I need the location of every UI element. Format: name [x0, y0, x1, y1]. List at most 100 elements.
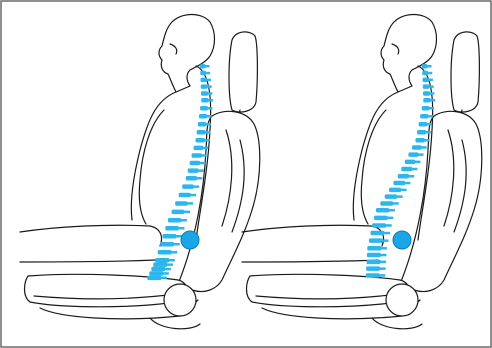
vertebra	[423, 98, 430, 103]
vertebra-process	[178, 227, 184, 230]
vertebra	[201, 91, 208, 96]
vertebra-process	[431, 99, 436, 102]
vertebra	[398, 174, 409, 179]
seat-cushion	[25, 274, 188, 306]
lumbar-support-marker	[393, 231, 411, 249]
vertebra-process	[387, 217, 393, 220]
vertebra-process	[405, 182, 411, 185]
vertebra	[423, 84, 430, 89]
vertebra	[200, 64, 206, 69]
arm	[139, 110, 164, 224]
vertebra-process	[181, 219, 187, 222]
vertebra-process	[193, 185, 199, 188]
vertebra-process	[207, 115, 212, 118]
vertebra	[198, 122, 207, 127]
vertebra	[192, 153, 202, 158]
vertebra	[151, 267, 165, 272]
vertebra-process	[401, 189, 407, 192]
vertebra	[190, 161, 201, 166]
vertebra-process	[203, 147, 208, 150]
thigh-under	[242, 260, 378, 262]
vertebra-process	[397, 195, 403, 198]
vertebra-process	[171, 251, 177, 254]
vertebra-process	[205, 131, 210, 134]
vertebra-process	[197, 177, 203, 180]
vertebra	[175, 201, 187, 206]
vertebra-process	[425, 139, 430, 142]
vertebra	[179, 193, 191, 198]
vertebra-process	[200, 162, 206, 165]
vertebra-process	[380, 261, 386, 264]
vertebra-process	[206, 72, 210, 75]
seat-base-lower	[372, 318, 422, 329]
vertebra-process	[389, 209, 395, 212]
arm	[361, 110, 386, 224]
vertebra-process	[206, 123, 211, 126]
vertebra-process	[412, 168, 418, 171]
vertebra	[393, 181, 405, 186]
panel-right	[242, 15, 482, 329]
vertebra-process	[190, 194, 196, 197]
vertebra	[419, 122, 428, 127]
vertebra	[201, 78, 207, 83]
vertebra	[380, 201, 393, 206]
vertebra-process	[379, 274, 385, 277]
thigh	[242, 225, 384, 246]
vertebra	[194, 146, 204, 151]
vertebra-process	[418, 153, 423, 156]
vertebra	[367, 246, 381, 251]
vertebra	[147, 276, 161, 281]
vertebra	[367, 253, 381, 257]
vertebra-process	[206, 65, 210, 68]
vertebra	[422, 71, 428, 76]
vertebra	[197, 130, 206, 135]
vertebra-process	[409, 175, 415, 178]
vertebra-process	[187, 202, 193, 205]
vertebra-process	[426, 131, 431, 134]
vertebra-process	[173, 243, 179, 246]
vertebra-process	[385, 224, 391, 227]
recliner-knob	[386, 284, 418, 316]
vertebra-process	[430, 92, 434, 95]
vertebra	[371, 231, 385, 236]
vertebra-process	[209, 99, 214, 102]
seat-cushion	[247, 274, 410, 306]
vertebra	[389, 188, 401, 193]
vertebra	[158, 250, 172, 255]
vertebra	[186, 176, 197, 181]
vertebra	[200, 106, 208, 111]
headrest	[451, 32, 479, 112]
vertebra-process	[205, 139, 210, 142]
vertebra-process	[165, 268, 171, 271]
thigh	[20, 225, 162, 246]
lumbar-support-marker	[181, 231, 199, 249]
vertebra	[188, 168, 199, 173]
vertebra-process	[380, 254, 386, 256]
vertebra	[408, 152, 418, 157]
vertebra	[149, 271, 163, 276]
seat-base-lower	[150, 318, 200, 329]
vertebra	[196, 138, 205, 143]
headrest	[229, 32, 257, 112]
vertebra	[372, 223, 386, 228]
vertebra	[385, 194, 397, 199]
vertebra	[367, 260, 381, 265]
torso-front	[353, 92, 398, 220]
vertebra-process	[421, 146, 426, 149]
vertebra	[420, 114, 428, 119]
torso-front	[131, 92, 176, 220]
vertebra	[374, 216, 388, 221]
vertebra	[153, 262, 167, 267]
vertebra-process	[428, 65, 432, 68]
vertebra	[200, 71, 206, 76]
thigh-under	[20, 260, 156, 262]
vertebra-process	[427, 123, 432, 126]
vertebra	[366, 266, 380, 271]
panel-left	[20, 15, 260, 329]
vertebra	[417, 130, 426, 135]
recliner-knob	[164, 284, 196, 316]
vertebra	[160, 242, 174, 247]
vertebra-process	[415, 161, 421, 164]
vertebra	[155, 258, 169, 263]
